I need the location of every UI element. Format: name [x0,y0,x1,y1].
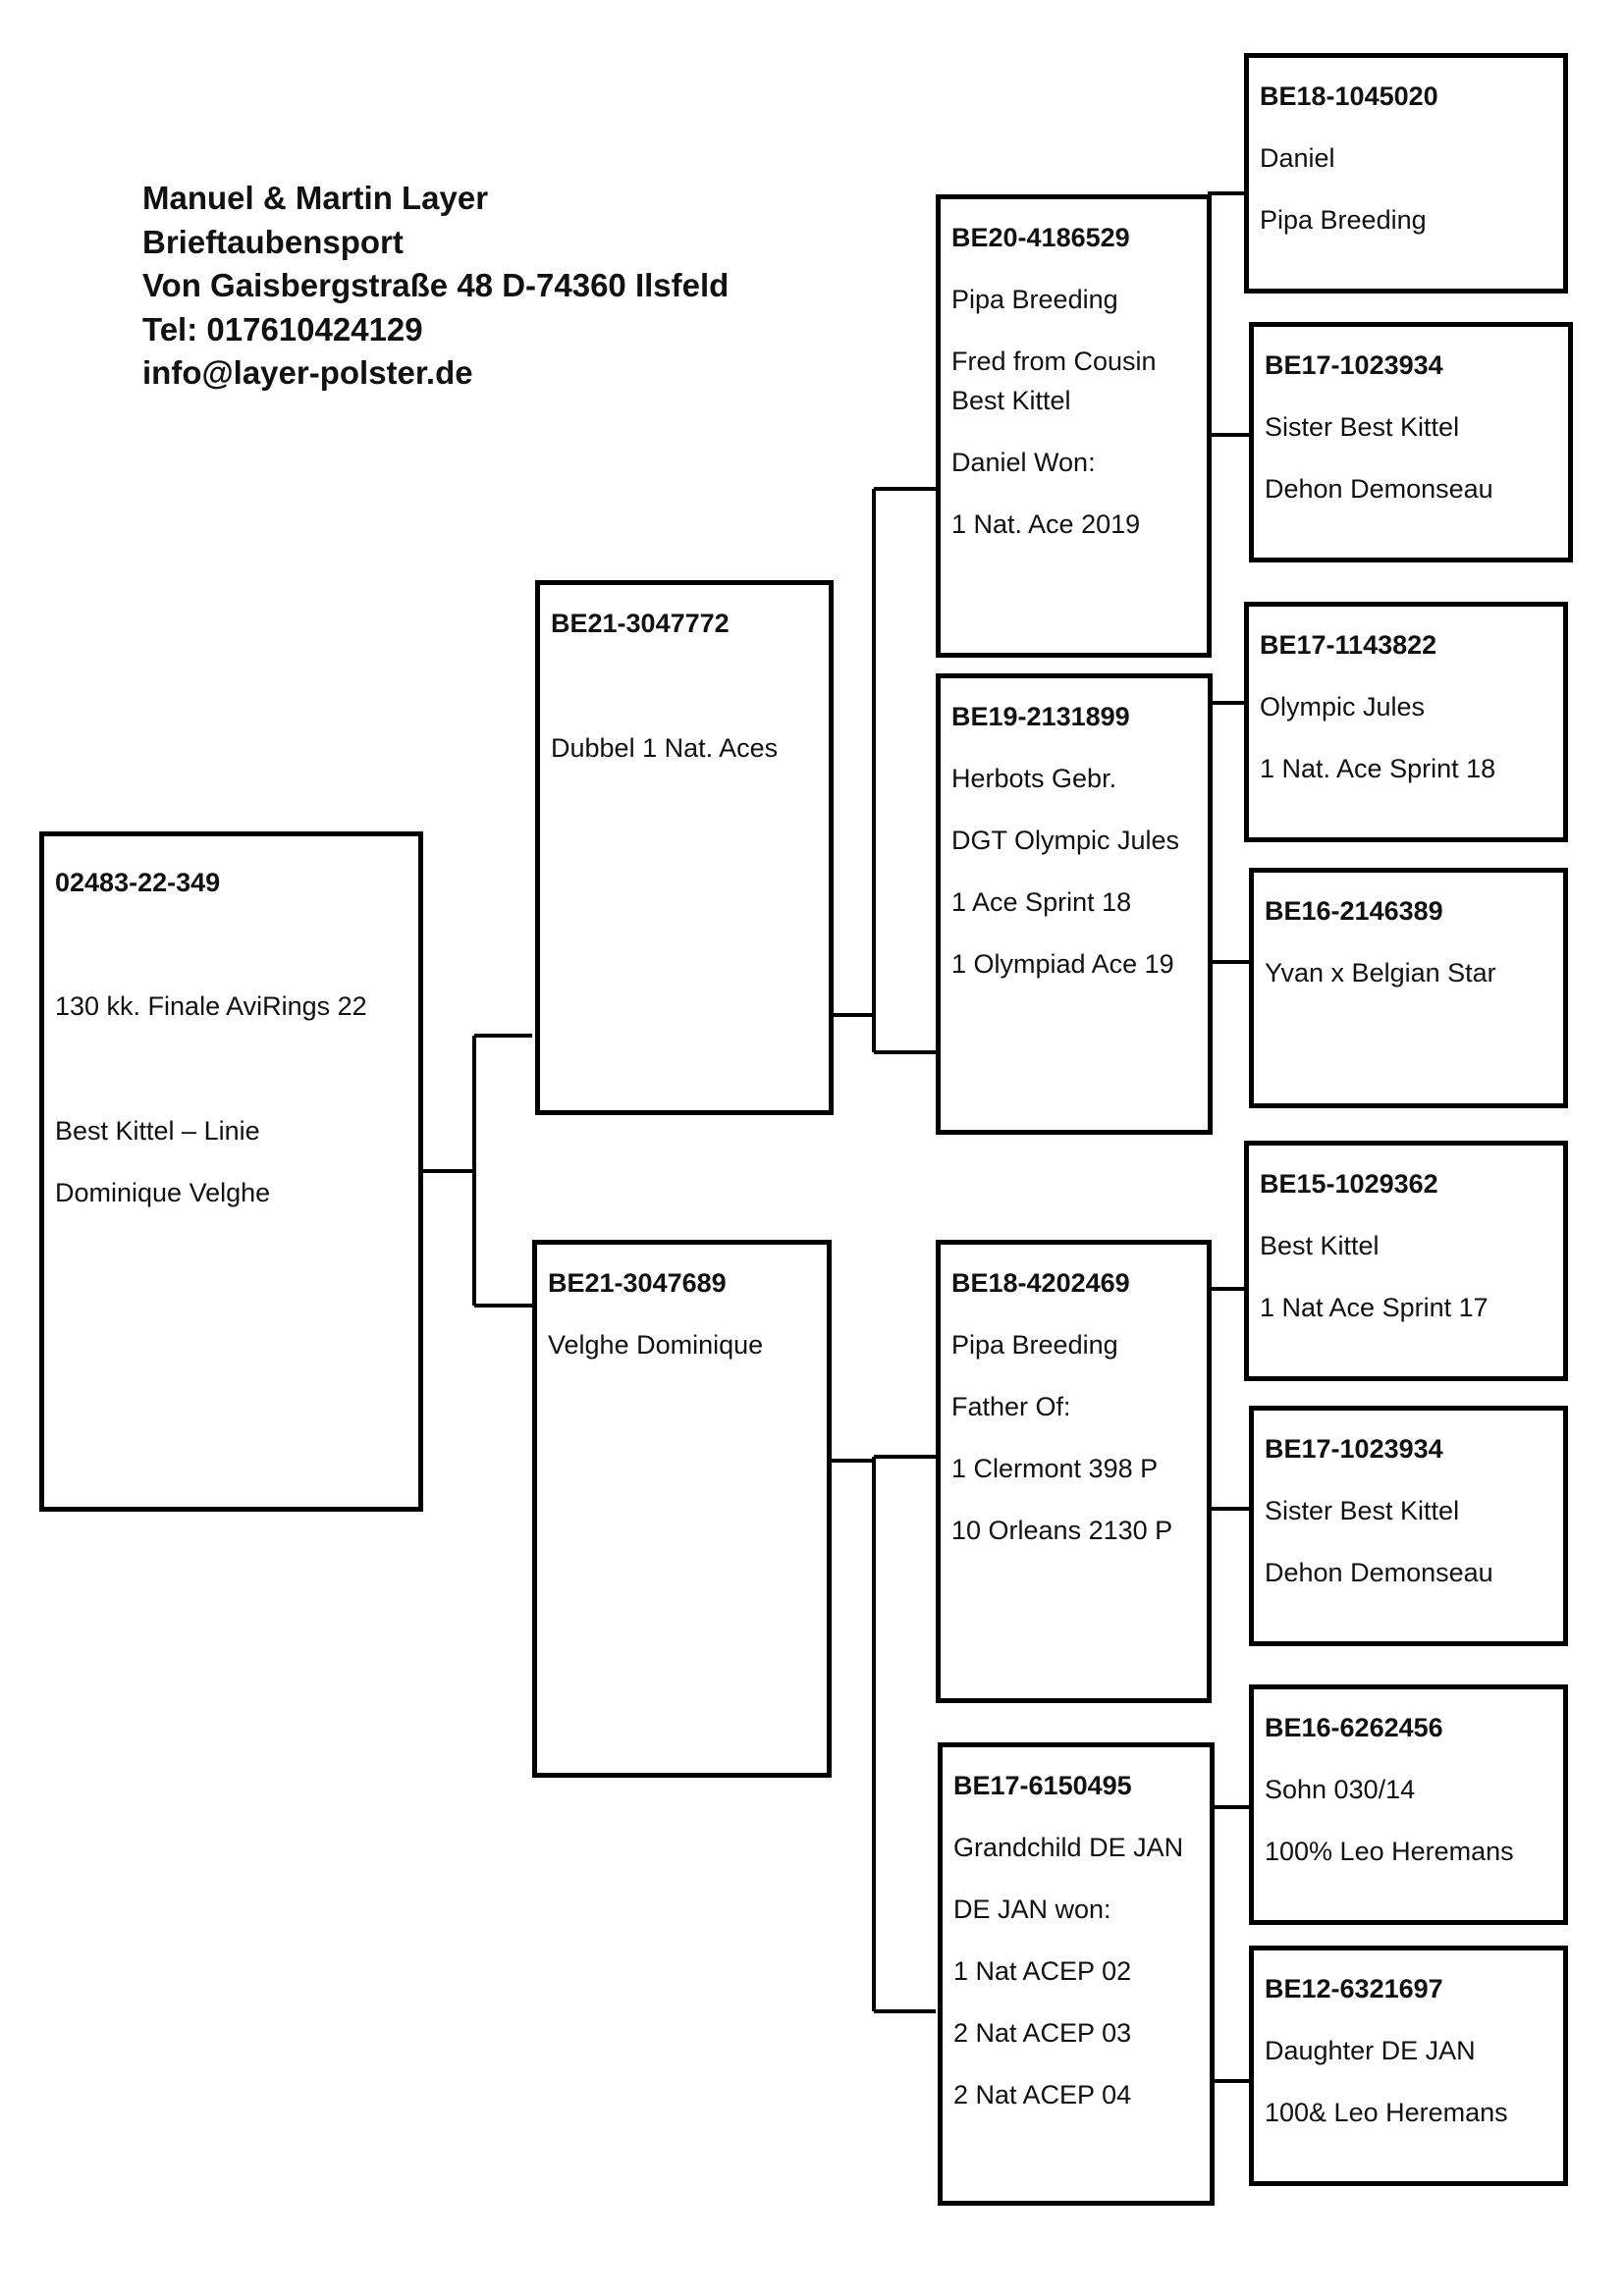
ds-dam-line2: Dehon Demonseau [1265,1558,1493,1587]
ss-dam-line1: Sister Best Kittel [1265,412,1460,442]
subject-ring: 02483-22-349 [55,868,221,897]
dam-dam-line2: DE JAN won: [953,1895,1111,1924]
dam-dam-line3: 1 Nat ACEP 02 [953,1956,1132,1986]
breeder-email: info@layer-polster.de [142,354,473,391]
dd-sire-ring: BE16-6262456 [1265,1713,1443,1742]
dd-sire-line1: Sohn 030/14 [1265,1775,1416,1804]
ds-dam-box: BE17-1023934 Sister Best Kittel Dehon De… [1249,1406,1568,1646]
breeder-address: Von Gaisbergstraße 48 D-74360 Ilsfeld [142,267,730,303]
sire-sire-line2: Fred from Cousin [951,347,1157,376]
sire-dam-ring: BE19-2131899 [951,702,1130,731]
subject-line1: 130 kk. Finale AviRings 22 [55,991,367,1021]
sire-dam-line2: DGT Olympic Jules [951,826,1180,855]
dam-dam-line4: 2 Nat ACEP 03 [953,2018,1132,2048]
dd-dam-line1: Daughter DE JAN [1265,2036,1476,2065]
dam-dam-box: BE17-6150495 Grandchild DE JAN DE JAN wo… [938,1742,1215,2206]
sire-dam-line4: 1 Olympiad Ace 19 [951,949,1174,979]
sire-sire-line3: Best Kittel [951,386,1071,415]
sire-sire-ring: BE20-4186529 [951,223,1130,252]
sire-sire-line1: Pipa Breeding [951,285,1118,314]
ds-sire-box: BE15-1029362 Best Kittel 1 Nat Ace Sprin… [1244,1141,1568,1381]
sd-dam-line1: Yvan x Belgian Star [1265,958,1496,988]
club-name: Brieftaubensport [142,223,404,260]
sire-sire-line5: 1 Nat. Ace 2019 [951,509,1141,539]
dam-dam-line1: Grandchild DE JAN [953,1833,1184,1862]
sire-box: BE21-3047772 Dubbel 1 Nat. Aces [535,580,834,1115]
ss-sire-line1: Daniel [1260,143,1335,173]
sd-dam-ring: BE16-2146389 [1265,896,1443,926]
ss-sire-box: BE18-1045020 Daniel Pipa Breeding [1244,53,1568,294]
ds-sire-ring: BE15-1029362 [1260,1169,1438,1199]
ss-sire-ring: BE18-1045020 [1260,81,1438,111]
ds-sire-line2: 1 Nat Ace Sprint 17 [1260,1293,1489,1322]
sire-ring: BE21-3047772 [551,609,730,638]
ss-dam-box: BE17-1023934 Sister Best Kittel Dehon De… [1249,322,1573,562]
sd-sire-line1: Olympic Jules [1260,692,1426,721]
sire-line1: Dubbel 1 Nat. Aces [551,733,779,763]
connector-subject [422,1034,532,1308]
dam-ring: BE21-3047689 [548,1268,727,1298]
dam-sire-box: BE18-4202469 Pipa Breeding Father Of: 1 … [936,1240,1212,1703]
dam-sire-line3: 1 Clermont 398 P [951,1454,1159,1483]
breeder-header: Manuel & Martin Layer Brieftaubensport V… [142,177,729,396]
dd-dam-ring: BE12-6321697 [1265,1974,1443,2003]
ss-dam-line2: Dehon Demonseau [1265,474,1493,504]
ds-sire-line1: Best Kittel [1260,1231,1380,1260]
ds-dam-ring: BE17-1023934 [1265,1434,1443,1464]
sd-sire-ring: BE17-1143822 [1260,630,1437,660]
dd-dam-box: BE12-6321697 Daughter DE JAN 100& Leo He… [1249,1946,1568,2186]
dam-sire-ring: BE18-4202469 [951,1268,1130,1298]
dd-sire-box: BE16-6262456 Sohn 030/14 100% Leo Herema… [1249,1684,1568,1925]
sire-dam-box: BE19-2131899 Herbots Gebr. DGT Olympic J… [936,673,1213,1135]
dd-dam-line2: 100& Leo Heremans [1265,2098,1508,2127]
subject-line3: Dominique Velghe [55,1178,271,1207]
sire-sire-box: BE20-4186529 Pipa Breeding Fred from Cou… [936,194,1212,658]
sire-dam-line3: 1 Ace Sprint 18 [951,887,1132,917]
sd-dam-box: BE16-2146389 Yvan x Belgian Star [1249,868,1568,1108]
dam-sire-line1: Pipa Breeding [951,1330,1118,1360]
ss-dam-ring: BE17-1023934 [1265,350,1443,380]
ss-sire-line2: Pipa Breeding [1260,205,1427,235]
sd-sire-box: BE17-1143822 Olympic Jules 1 Nat. Ace Sp… [1244,602,1568,842]
dd-sire-line2: 100% Leo Heremans [1265,1837,1514,1866]
subject-box: 02483-22-349 130 kk. Finale AviRings 22 … [39,831,423,1512]
ds-dam-line1: Sister Best Kittel [1265,1496,1460,1525]
sire-dam-line1: Herbots Gebr. [951,764,1117,793]
dam-line1: Velghe Dominique [548,1330,764,1360]
sire-sire-line4: Daniel Won: [951,448,1096,477]
dam-sire-line2: Father Of: [951,1392,1071,1421]
dam-box: BE21-3047689 Velghe Dominique [532,1240,832,1778]
dam-dam-line5: 2 Nat ACEP 04 [953,2080,1132,2109]
connector-dam [830,1455,936,2013]
subject-line2: Best Kittel – Linie [55,1116,260,1146]
dam-sire-line4: 10 Orleans 2130 P [951,1516,1173,1545]
dam-dam-ring: BE17-6150495 [953,1771,1132,1800]
breeder-phone: Tel: 017610424129 [142,310,423,347]
connector-sire [830,487,936,1054]
breeder-names: Manuel & Martin Layer [142,180,489,216]
sd-sire-line2: 1 Nat. Ace Sprint 18 [1260,754,1496,783]
